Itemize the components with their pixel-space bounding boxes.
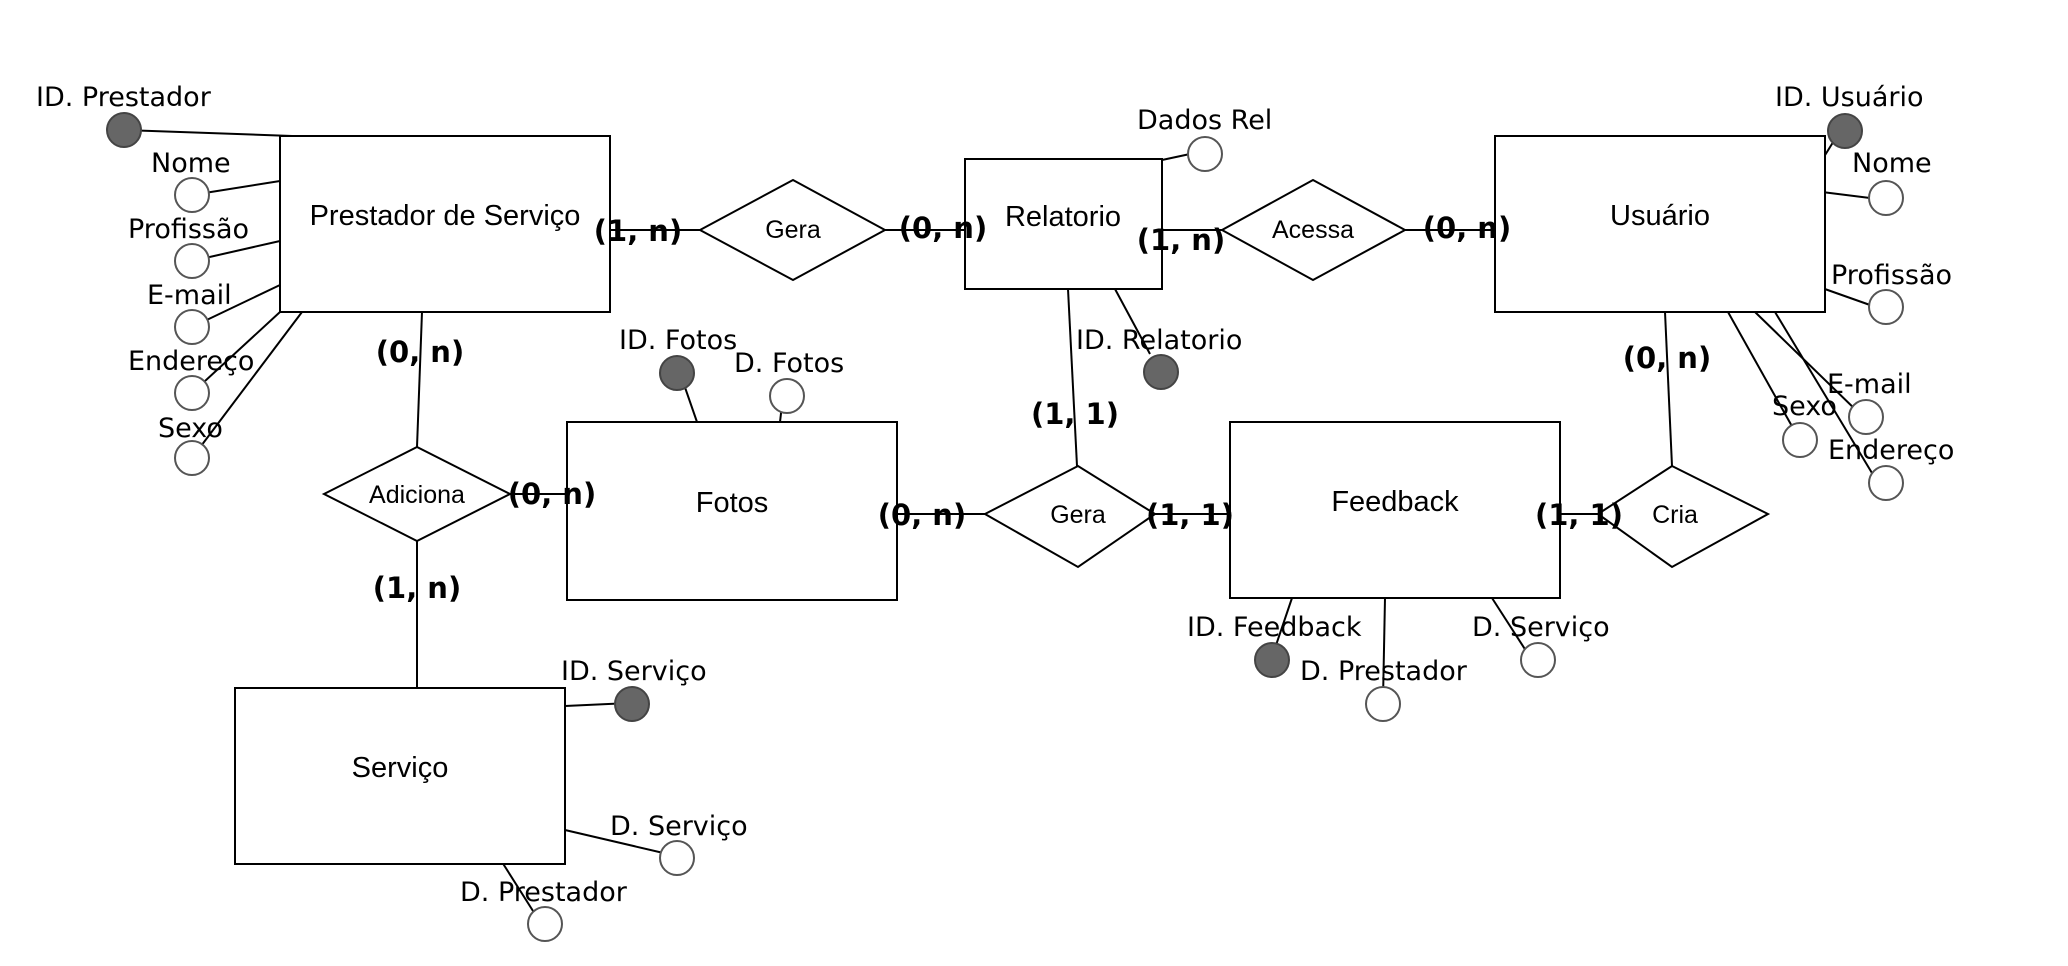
- attribute-prestador-email[interactable]: [174, 309, 210, 345]
- cardinality-label: (1, 1): [1146, 498, 1234, 532]
- entity-usuario[interactable]: Usuário: [1494, 135, 1826, 313]
- attribute-label: E-mail: [1827, 369, 1912, 400]
- relationship-label: Cria: [1652, 501, 1698, 529]
- relationship-label: Acessa: [1272, 216, 1354, 244]
- key-attribute-servico-id[interactable]: [614, 686, 650, 722]
- relationship-lines: [416, 229, 1673, 688]
- entity-label: Feedback: [1331, 486, 1459, 518]
- relationship-gera-mid[interactable]: Gera: [982, 464, 1157, 569]
- attribute-prestador-endereco[interactable]: [174, 375, 210, 411]
- attribute-prestador-nome[interactable]: [174, 177, 210, 213]
- key-attribute-fotos-id[interactable]: [659, 355, 695, 391]
- attribute-feedback-d-servico[interactable]: [1520, 642, 1556, 678]
- attribute-label: Sexo: [158, 413, 223, 444]
- attribute-label: Endereço: [128, 346, 254, 377]
- cardinality-label: (1, n): [594, 214, 682, 248]
- cardinality-label: (1, n): [373, 571, 461, 605]
- cardinality-label: (0, n): [878, 498, 966, 532]
- attribute-servico-d-servico[interactable]: [659, 840, 695, 876]
- cardinality-label: (0, n): [1423, 211, 1511, 245]
- attribute-labels: ID. Prestador Nome Profissão E-mail Ende…: [36, 82, 1954, 908]
- cardinality-labels: (1, n) (0, n) (1, n) (0, n) (0, n) (0, n…: [373, 211, 1711, 605]
- attribute-feedback-d-prestador[interactable]: [1365, 686, 1401, 722]
- attribute-usuario-profissao[interactable]: [1868, 289, 1904, 325]
- relationship-adiciona[interactable]: Adiciona: [321, 445, 513, 543]
- attribute-label: D. Fotos: [734, 348, 844, 379]
- relationship-label: Gera: [1050, 501, 1106, 529]
- attribute-usuario-email[interactable]: [1848, 399, 1884, 435]
- cardinality-label: (0, n): [899, 211, 987, 245]
- attribute-label: ID. Fotos: [619, 325, 737, 356]
- relationship-label: Adiciona: [369, 481, 465, 509]
- attribute-prestador-sexo[interactable]: [174, 440, 210, 476]
- attribute-label: E-mail: [147, 280, 232, 311]
- entity-label: Usuário: [1610, 200, 1710, 232]
- relationship-acessa[interactable]: Acessa: [1219, 178, 1408, 282]
- attribute-label: Profissão: [1831, 260, 1952, 291]
- attribute-circles: [106, 112, 1904, 942]
- cardinality-label: (1, n): [1137, 223, 1225, 257]
- attribute-label: Nome: [1852, 148, 1932, 179]
- attribute-label: ID. Usuário: [1775, 82, 1924, 113]
- entity-label: Serviço: [352, 752, 449, 784]
- cardinality-label: (1, 1): [1031, 397, 1119, 431]
- attribute-relatorio-dados[interactable]: [1187, 136, 1223, 172]
- attribute-usuario-sexo[interactable]: [1782, 422, 1818, 458]
- relationship-label: Gera: [765, 216, 821, 244]
- attribute-label: ID. Prestador: [36, 82, 212, 113]
- key-attribute-usuario-id[interactable]: [1827, 113, 1863, 149]
- attribute-label: Sexo: [1772, 391, 1837, 422]
- key-attribute-prestador-id[interactable]: [106, 112, 142, 148]
- cardinality-label: (0, n): [508, 477, 596, 511]
- relationship-cria[interactable]: Cria: [1596, 464, 1771, 569]
- entity-servico[interactable]: Serviço: [234, 687, 566, 865]
- entity-prestador-de-servico[interactable]: Prestador de Serviço: [279, 135, 611, 313]
- attribute-label: D. Serviço: [610, 811, 748, 842]
- attribute-prestador-profissao[interactable]: [174, 243, 210, 279]
- attribute-label: D. Prestador: [1300, 656, 1468, 687]
- entity-fotos[interactable]: Fotos: [566, 421, 898, 601]
- attribute-label: ID. Feedback: [1187, 612, 1362, 643]
- attribute-usuario-endereco[interactable]: [1868, 465, 1904, 501]
- entity-label: Prestador de Serviço: [310, 200, 581, 232]
- attribute-label: Nome: [151, 148, 231, 179]
- cardinality-label: (0, n): [1623, 341, 1711, 375]
- relationship-gera-top[interactable]: Gera: [697, 178, 888, 282]
- attribute-label: Profissão: [128, 214, 249, 245]
- attribute-label: ID. Serviço: [561, 656, 707, 687]
- attribute-label: Endereço: [1828, 435, 1954, 466]
- cardinality-label: (1, 1): [1535, 498, 1623, 532]
- entity-feedback[interactable]: Feedback: [1229, 421, 1561, 599]
- entity-relatorio[interactable]: Relatorio: [964, 158, 1163, 290]
- attribute-usuario-nome[interactable]: [1868, 180, 1904, 216]
- attribute-label: D. Prestador: [460, 877, 628, 908]
- entity-label: Relatorio: [1005, 201, 1121, 233]
- attribute-label: D. Serviço: [1472, 612, 1610, 643]
- attribute-servico-d-prestador[interactable]: [527, 906, 563, 942]
- attribute-fotos-d[interactable]: [769, 378, 805, 414]
- key-attribute-relatorio-id[interactable]: [1143, 354, 1179, 390]
- entity-label: Fotos: [696, 487, 769, 519]
- cardinality-label: (0, n): [376, 335, 464, 369]
- attribute-label: Dados Rel: [1137, 105, 1272, 136]
- key-attribute-feedback-id[interactable]: [1254, 642, 1290, 678]
- attribute-label: ID. Relatorio: [1076, 325, 1242, 356]
